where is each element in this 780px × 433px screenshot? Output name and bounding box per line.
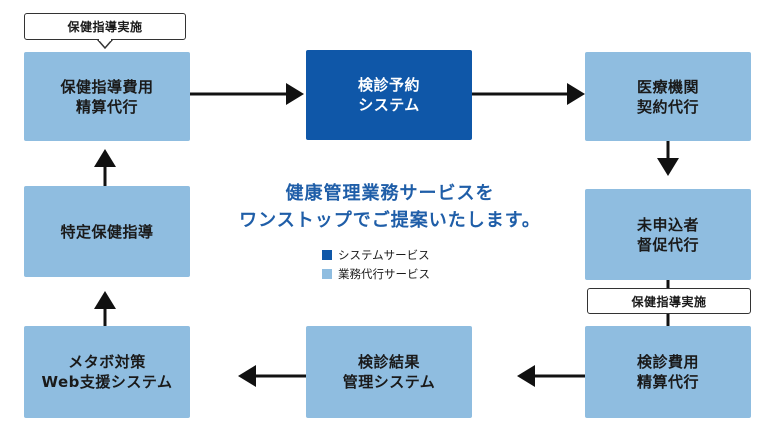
box-line: 契約代行	[636, 97, 699, 116]
box-line: 精算代行	[636, 373, 699, 391]
box-line: 未申込者	[636, 215, 699, 234]
box-line: 督促代行	[636, 235, 699, 254]
box-line: メタボ対策	[68, 353, 146, 371]
callout-text: 保健指導実施	[631, 294, 707, 309]
box-line: 検診予約	[357, 76, 420, 94]
tagline: 健康管理業務サービスを ワンストップでご提案いたします。	[190, 180, 590, 234]
box-kenshin-yoyaku-system: 検診予約 システム	[306, 50, 472, 140]
arrowhead-metabo-to-tokutei	[94, 291, 116, 309]
box-line: Web支援システム	[41, 373, 173, 391]
box-line: 検診結果	[357, 353, 420, 371]
box-tokutei-hokenshido: 特定保健指導	[24, 186, 190, 277]
arrowhead-yoyaku-to-iryokikan	[567, 83, 585, 105]
legend-system-service: システムサービス	[322, 247, 430, 263]
callout-pointer-top-left	[96, 39, 114, 50]
box-line: 管理システム	[342, 373, 436, 391]
box-iryokikan-keiyaku: 医療機関 契約代行	[585, 52, 751, 141]
box-mishinkomi-tokusoku: 未申込者 督促代行	[585, 189, 751, 280]
box-hokenshido-hiyo-seisan: 保健指導費用 精算代行	[24, 52, 190, 141]
legend-agency-service: 業務代行サービス	[322, 266, 430, 282]
arrowhead-hokenshido-to-yoyaku	[286, 83, 304, 105]
box-line: 保健指導費用	[60, 77, 154, 96]
box-metabo-web-shien: メタボ対策 Web支援システム	[24, 326, 190, 418]
arrowhead-iryokikan-to-mishinkomi	[657, 158, 679, 176]
arrowhead-kekka-to-metabo	[238, 365, 256, 387]
callout-hokenshido-jisshi-right: 保健指導実施	[587, 288, 751, 314]
box-line: 特定保健指導	[60, 222, 154, 241]
tagline-line1: 健康管理業務サービスを	[285, 183, 495, 204]
legend-label-system: システムサービス	[338, 248, 430, 262]
box-line: 検診費用	[636, 353, 699, 371]
callout-hokenshido-jisshi-top: 保健指導実施	[24, 13, 186, 40]
box-line: システム	[358, 96, 420, 114]
legend-swatch-agency	[322, 269, 332, 279]
arrowhead-kenshinhiyo-to-kekka	[517, 365, 535, 387]
callout-pointer-cover	[99, 38, 111, 41]
box-kenshin-kekka-kanri: 検診結果 管理システム	[306, 326, 472, 418]
tagline-line2: ワンストップでご提案いたします。	[239, 210, 541, 231]
legend-swatch-system	[322, 250, 332, 260]
legend-label-agency: 業務代行サービス	[338, 267, 430, 281]
box-line: 医療機関	[636, 77, 699, 96]
arrowhead-tokutei-to-hokenshido	[94, 149, 116, 167]
box-kenshin-hiyo-seisan: 検診費用 精算代行	[585, 326, 751, 418]
box-line: 精算代行	[75, 97, 138, 116]
callout-text: 保健指導実施	[67, 20, 143, 34]
